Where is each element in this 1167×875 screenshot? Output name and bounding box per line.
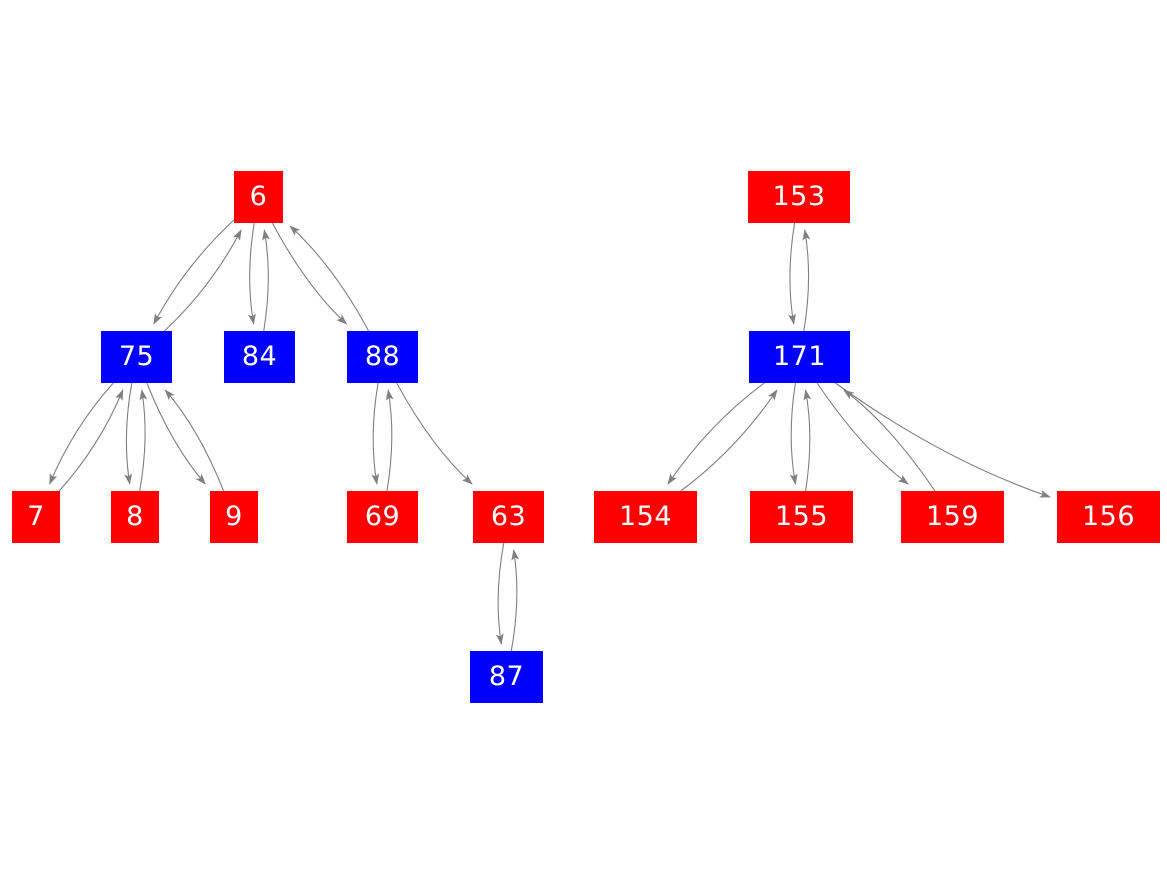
graph-edge-153-to-171 [788,222,796,325]
graph-node-69[interactable]: 69 [347,491,418,543]
graph-edge-171-to-154 [667,382,765,485]
graph-node-label: 88 [364,340,401,372]
graph-edge-159-to-171 [843,389,936,492]
graph-edges [49,219,1051,652]
graph-node-9[interactable]: 9 [210,491,258,543]
graph-node-8[interactable]: 8 [111,491,159,543]
graph-edge-75-to-9 [146,382,206,485]
graph-node-156[interactable]: 156 [1057,491,1160,543]
graph-edge-154-to-171 [680,389,778,492]
graph-node-label: 171 [772,340,827,372]
graph-node-label: 75 [118,340,155,372]
graph-node-label: 6 [249,180,268,212]
graph-node-6[interactable]: 6 [234,171,283,223]
graph-edge-7-to-75 [58,389,124,492]
graph-node-84[interactable]: 84 [224,331,295,383]
graph-edge-87-to-63 [510,549,520,652]
graph-node-87[interactable]: 87 [470,651,543,703]
graph-edge-6-to-84 [248,222,256,325]
graph-edge-9-to-75 [164,389,225,492]
graph-node-label: 63 [490,500,527,532]
graph-node-171[interactable]: 171 [749,331,850,383]
graph-node-88[interactable]: 88 [347,331,418,383]
graph-edge-171-to-153 [802,229,811,332]
graph-edge-6-to-75 [153,219,235,325]
graph-node-label: 153 [772,180,826,212]
graph-edge-171-to-159 [816,382,909,485]
graph-node-159[interactable]: 159 [901,491,1004,543]
graph-edge-75-to-6 [163,229,242,332]
graph-node-7[interactable]: 7 [12,491,60,543]
graph-edge-69-to-88 [385,389,394,492]
graph-edge-6-to-88 [271,222,348,325]
graph-edge-8-to-75 [139,389,148,492]
graph-node-155[interactable]: 155 [750,491,853,543]
graph-node-63[interactable]: 63 [473,491,544,543]
graph-edge-171-to-155 [789,382,798,485]
graph-edge-75-to-8 [124,382,133,485]
graph-node-label: 87 [488,660,525,692]
graph-node-label: 155 [774,500,829,532]
graph-node-label: 9 [225,500,243,532]
graph-node-label: 154 [618,500,673,532]
graph-node-label: 159 [925,500,980,532]
graph-edge-63-to-87 [495,542,505,645]
graph-node-154[interactable]: 154 [594,491,697,543]
graph-edge-155-to-171 [803,389,812,492]
graph-edge-88-to-63 [396,382,473,485]
graph-edge-84-to-6 [262,229,270,332]
graph-node-label: 156 [1081,500,1136,532]
graph-edge-75-to-7 [49,382,114,485]
graph-edge-171-to-156 [835,382,1051,498]
graph-node-label: 84 [241,340,278,372]
graph-edge-88-to-6 [289,225,370,332]
graph-node-label: 69 [364,500,401,532]
graph-node-label: 8 [126,500,144,532]
graph-edge-88-to-69 [371,382,380,485]
graph-node-153[interactable]: 153 [748,171,850,223]
graph-node-label: 7 [27,500,45,532]
graph-node-75[interactable]: 75 [101,331,172,383]
